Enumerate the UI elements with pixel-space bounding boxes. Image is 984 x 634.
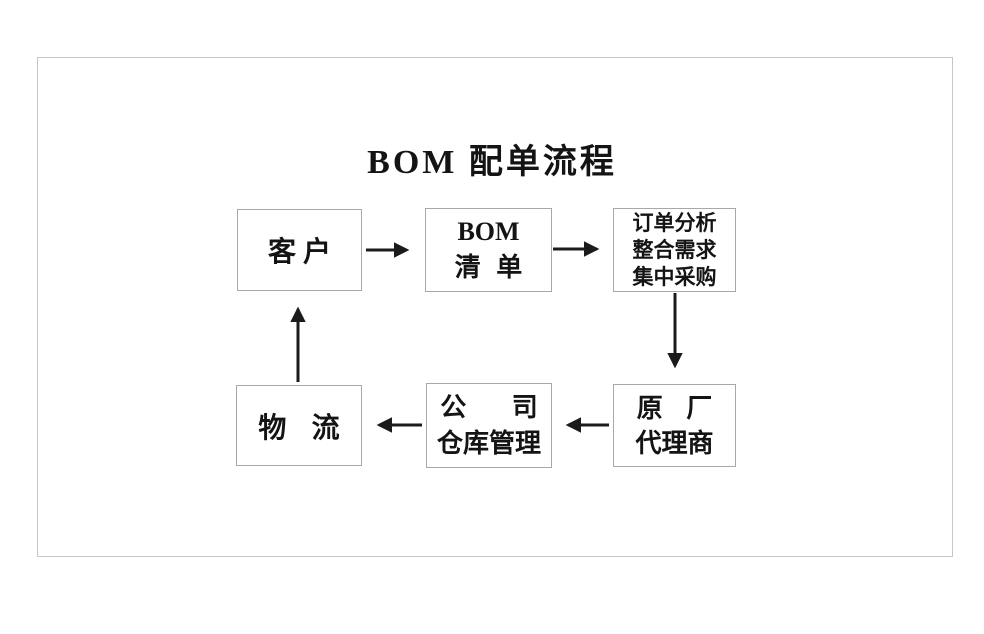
node-label: 公 司 bbox=[440, 392, 538, 422]
node-factory-agent: 原 厂 代理商 bbox=[613, 384, 736, 467]
node-bom-list: BOM 清 单 bbox=[425, 208, 552, 292]
node-label: 代理商 bbox=[635, 428, 714, 458]
node-logistics: 物 流 bbox=[236, 385, 362, 466]
node-label: 整合需求 bbox=[632, 237, 717, 262]
node-label: 清 单 bbox=[454, 253, 523, 282]
node-label: 订单分析 bbox=[632, 210, 717, 235]
node-label: 集中采购 bbox=[632, 264, 717, 289]
node-customer: 客 户 bbox=[237, 209, 362, 291]
node-label: 原 厂 bbox=[636, 393, 713, 423]
node-label: BOM bbox=[457, 217, 520, 246]
diagram-title: BOM 配单流程 bbox=[367, 144, 617, 181]
node-label: 仓库管理 bbox=[436, 428, 541, 458]
diagram-frame bbox=[37, 57, 953, 557]
node-warehouse: 公 司 仓库管理 bbox=[426, 383, 552, 468]
node-order-analysis: 订单分析 整合需求 集中采购 bbox=[613, 208, 736, 292]
node-label: 客 户 bbox=[267, 237, 331, 268]
node-label: 物 流 bbox=[258, 412, 340, 444]
